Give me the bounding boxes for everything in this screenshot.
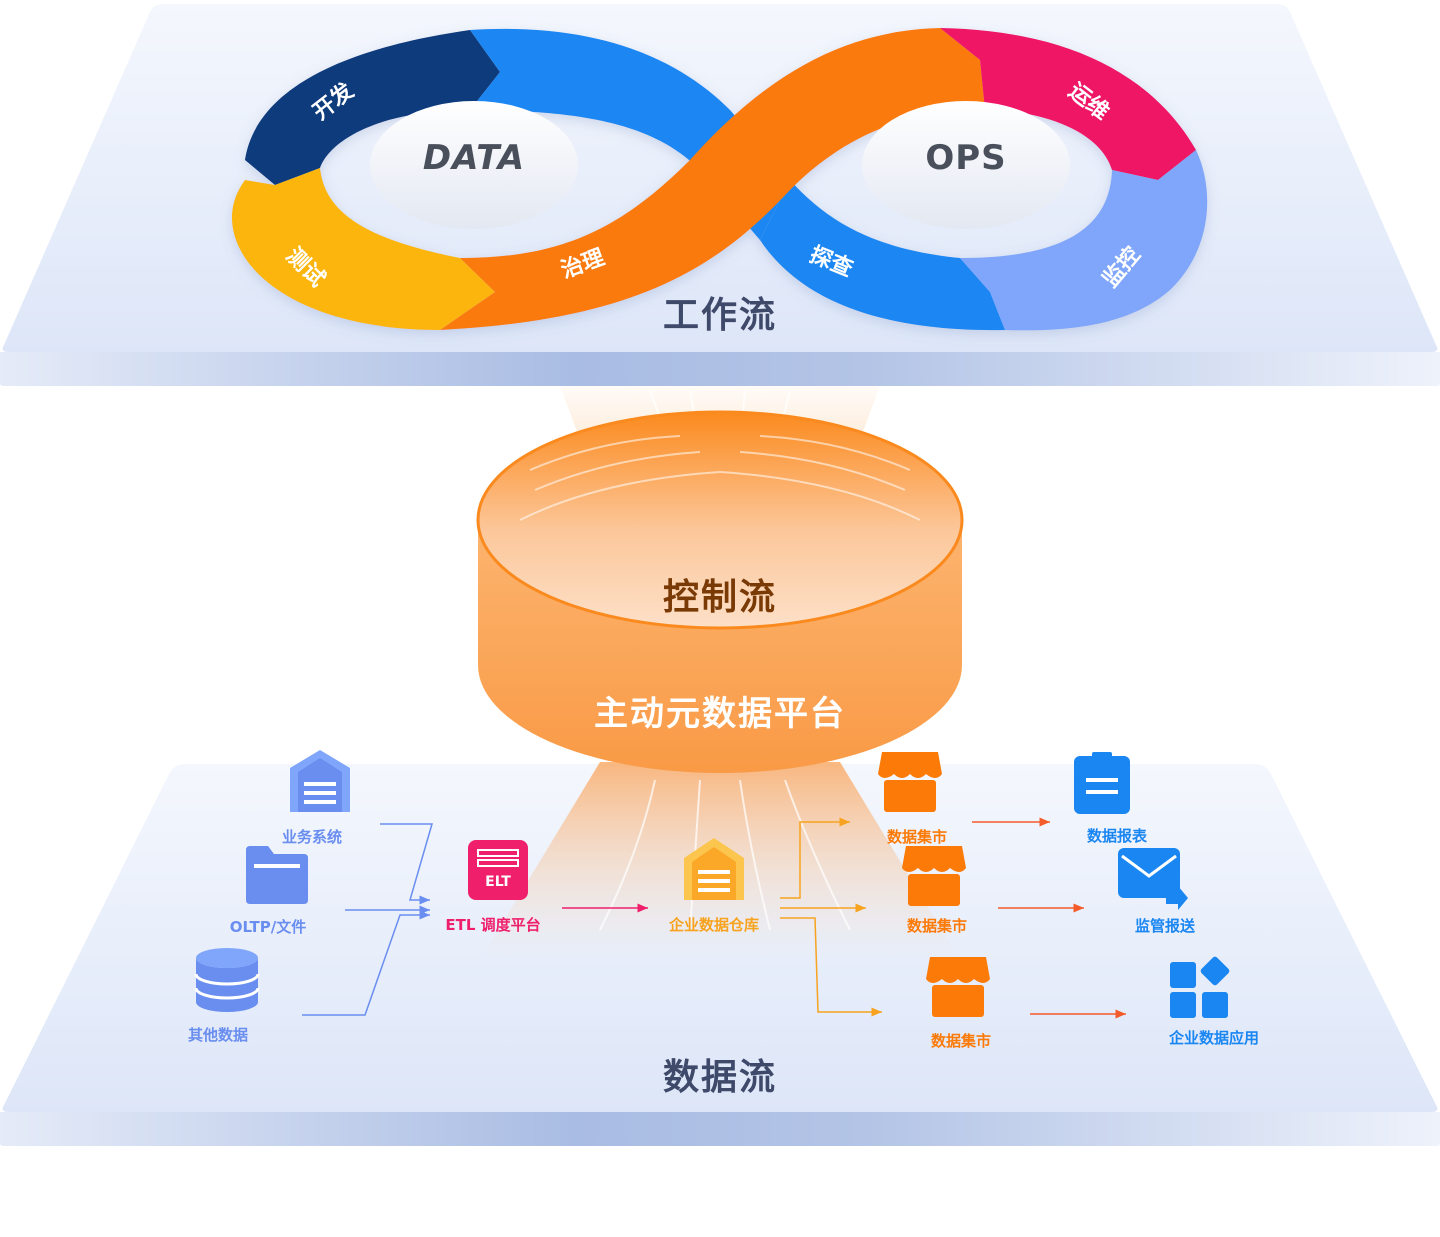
hub-ops [862, 101, 1070, 229]
report-icon [1074, 752, 1130, 814]
segment-governance [440, 28, 985, 330]
segment-explore [760, 180, 1005, 331]
data-mart-icon-3 [926, 957, 990, 1017]
source-oltp-label: OLTP/文件 [229, 918, 307, 936]
regulatory-mail-icon [1118, 848, 1188, 910]
platform-title: 主动元数据平台 [594, 694, 846, 734]
source-business-label: 业务系统 [281, 828, 343, 846]
flow-connectors [302, 817, 1126, 1019]
dataflow-title: 数据流 [662, 1057, 778, 1098]
etl-icon [468, 840, 528, 900]
warehouse-label: 企业数据仓库 [668, 916, 760, 934]
control-flow-title: 控制流 [662, 577, 778, 618]
data-mart-icon-1 [878, 752, 942, 812]
enterprise-app-label: 企业数据应用 [1168, 1029, 1260, 1047]
report-label: 数据报表 [1086, 827, 1148, 845]
hub-ops-label: OPS [925, 138, 1007, 178]
hub-data-label: DATA [422, 138, 526, 178]
segment-blue-top [470, 28, 790, 240]
infinity-loop [231, 28, 1208, 331]
control-cylinder [476, 410, 964, 773]
business-system-icon [290, 750, 350, 812]
segment-dev [245, 30, 500, 185]
mart-2-label: 数据集市 [906, 917, 968, 935]
source-other-label: 其他数据 [187, 1026, 249, 1044]
etl-icon-text: ELT [485, 874, 511, 890]
hub-data [370, 101, 578, 229]
etl-label: ETL 调度平台 [445, 916, 541, 934]
workflow-title: 工作流 [662, 295, 778, 336]
mart-1-label: 数据集市 [886, 828, 948, 846]
enterprise-app-icon [1170, 956, 1230, 1018]
warehouse-icon [684, 838, 744, 900]
database-icon [194, 948, 260, 1012]
segment-test [231, 168, 496, 330]
data-mart-icon-2 [902, 846, 966, 906]
segment-monitor [960, 150, 1208, 331]
mart-3-label: 数据集市 [930, 1032, 992, 1050]
regulatory-label: 监管报送 [1134, 917, 1196, 935]
segment-ops [940, 28, 1196, 180]
folder-icon [246, 846, 308, 904]
